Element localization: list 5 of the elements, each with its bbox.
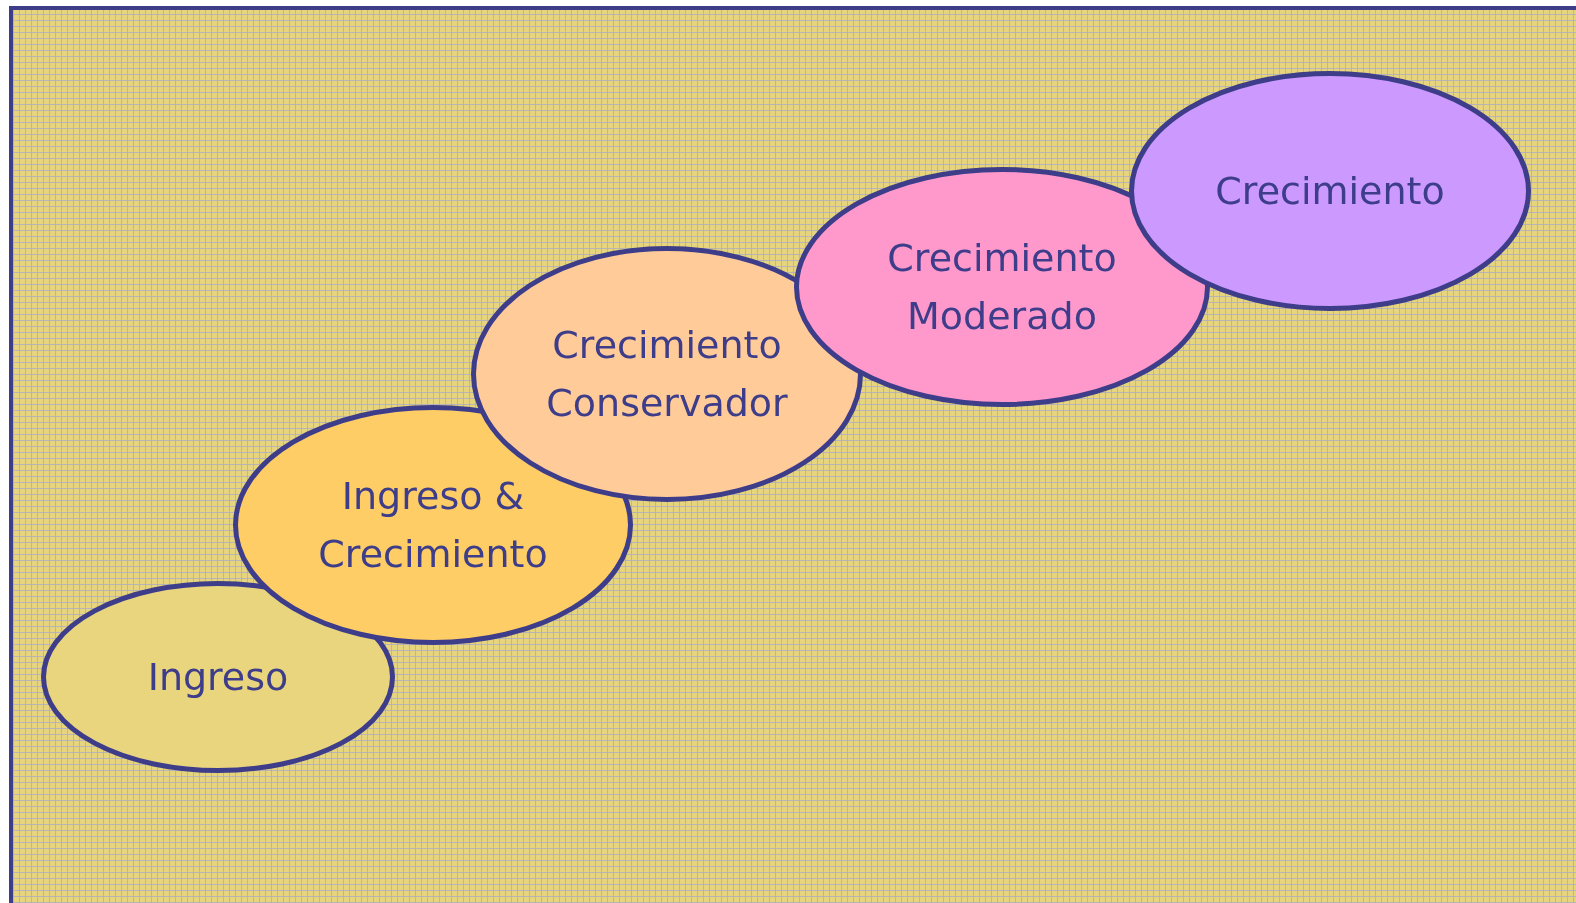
stage-label: Ingreso & Crecimiento — [317, 473, 549, 578]
stage-label: Crecimiento Moderado — [886, 235, 1118, 340]
stage-label: Crecimiento Conservador — [545, 322, 789, 427]
stage-label: Ingreso — [147, 654, 289, 701]
stage-label: Crecimiento — [1215, 168, 1445, 215]
